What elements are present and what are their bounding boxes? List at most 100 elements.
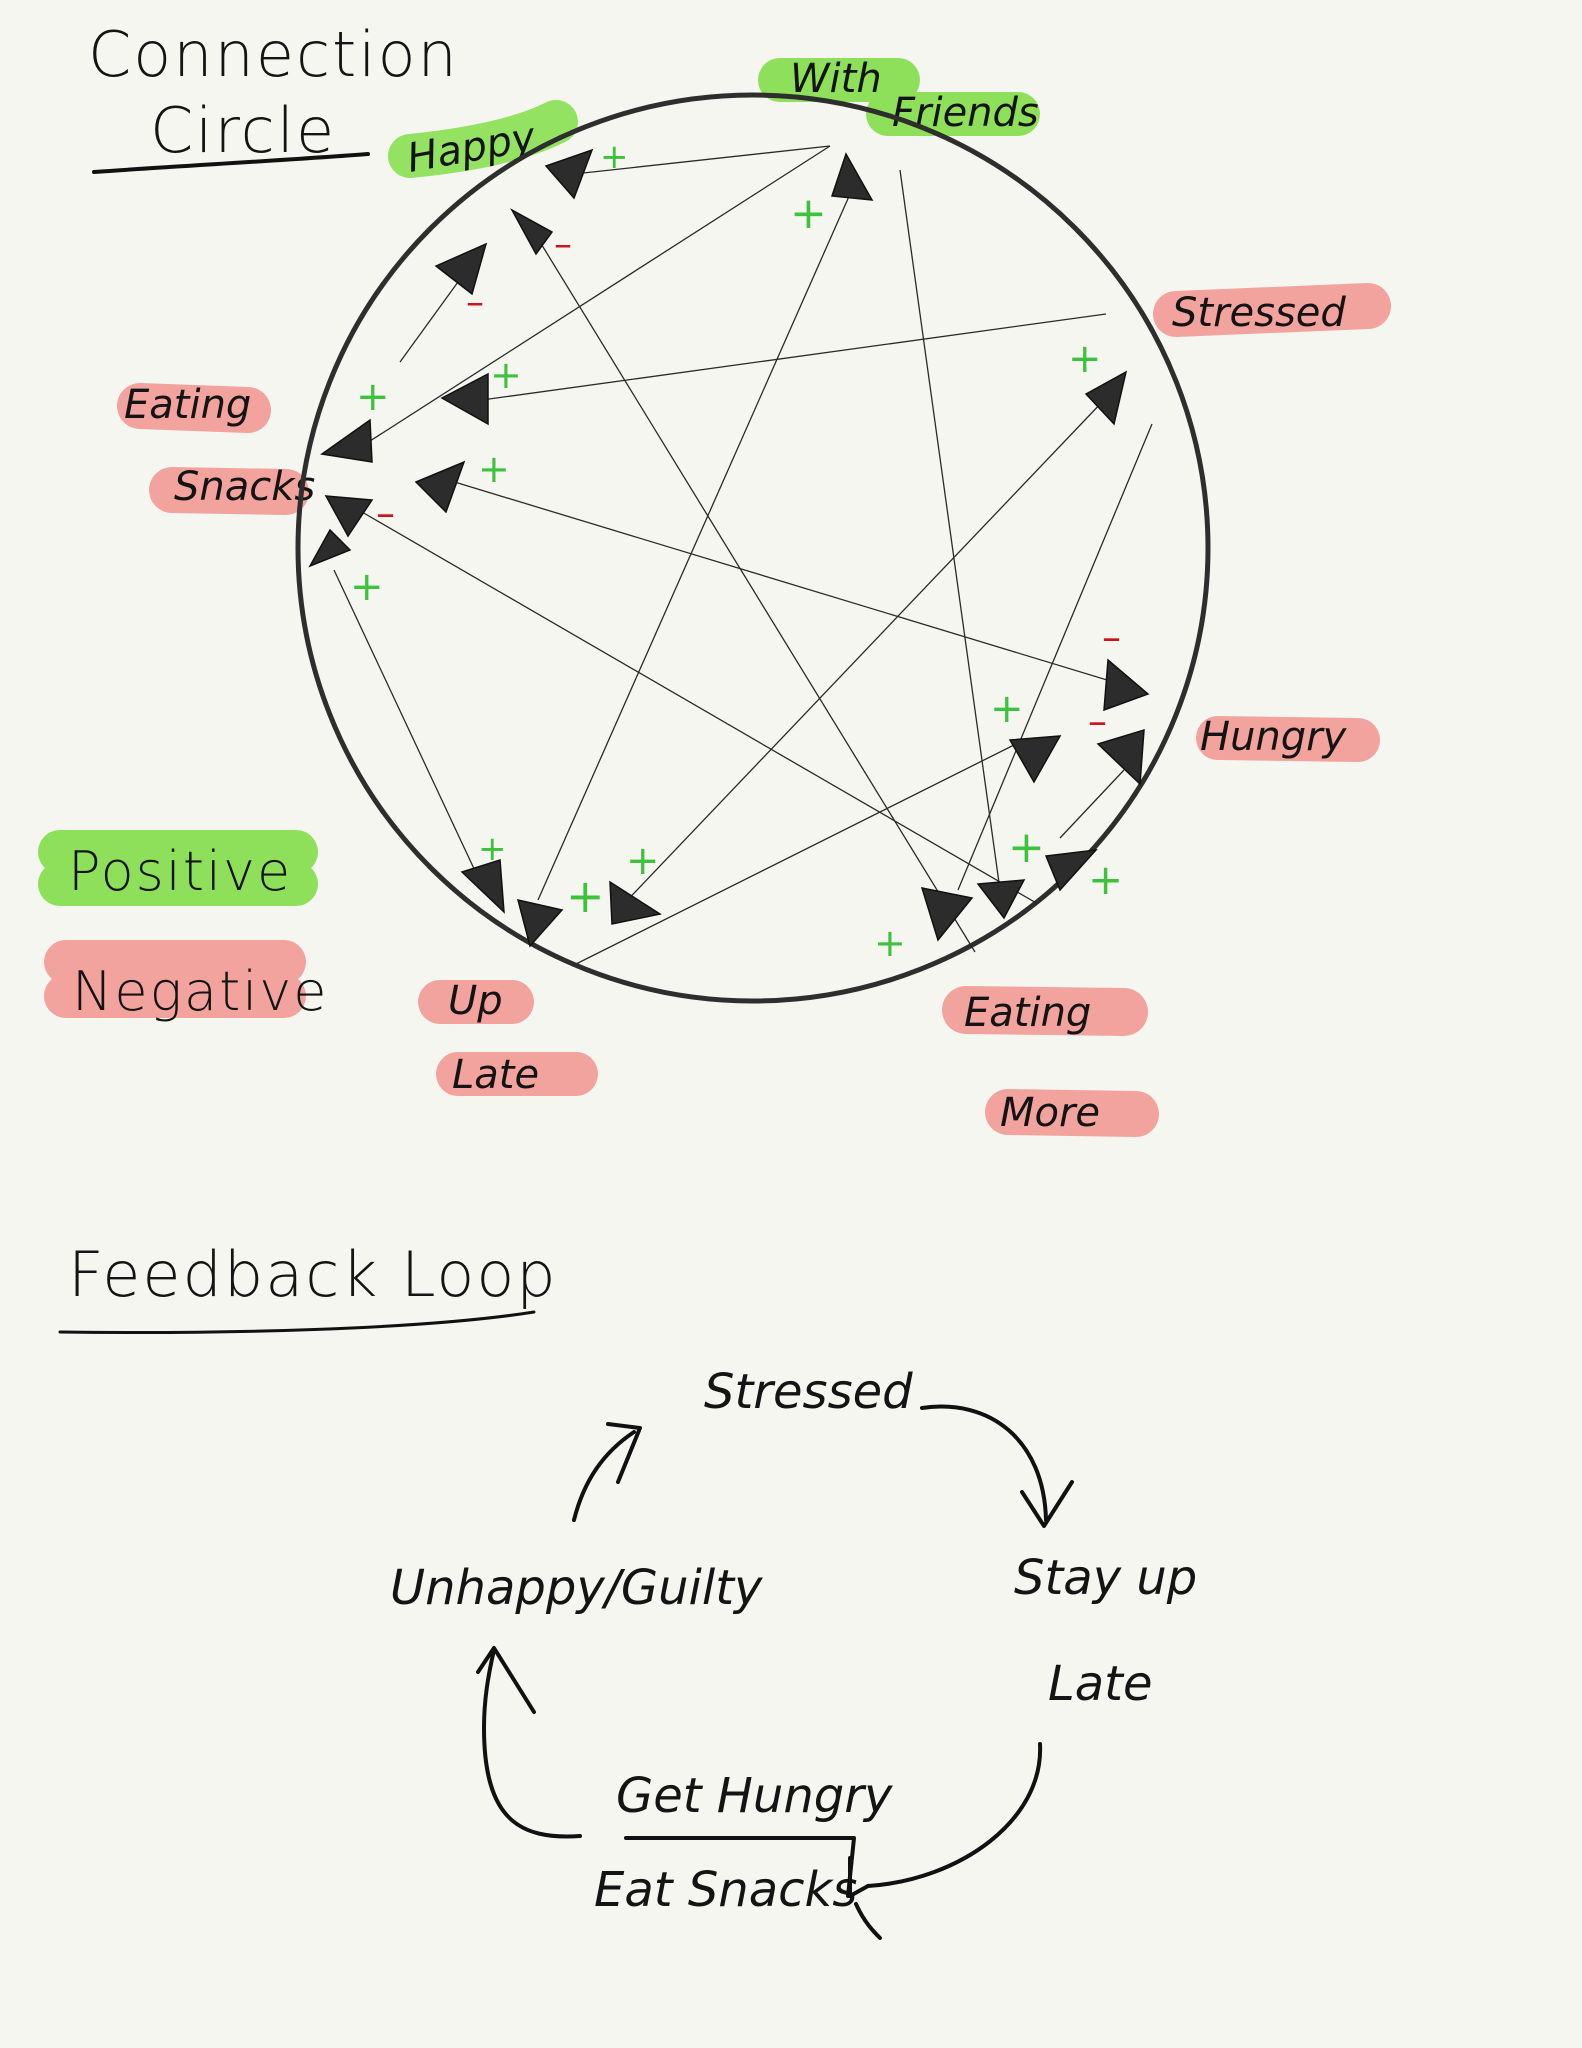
node-stressed: Stressed [1153, 283, 1391, 337]
node-up-late-line2: Late [452, 1052, 539, 1098]
node-eating-snacks-line1: Eating [124, 382, 251, 428]
edge-eatingmore-to-snacks [361, 511, 1039, 905]
loop-arrow-snacks-to-guilty [482, 1648, 582, 1839]
node-up-late-line1: Up [448, 978, 503, 1024]
node-eating-more: Eating More [942, 986, 1159, 1137]
node-eating-more-highlight-1 [942, 986, 1148, 1036]
sign-plus: + [1088, 855, 1123, 904]
sign-minus: – [376, 491, 395, 535]
arrowhead-hungry-3 [1008, 735, 1062, 784]
node-hungry: Hungry [1196, 714, 1380, 762]
loop-arrow-stressed-to-stayup [920, 1404, 1048, 1522]
node-stressed-highlight [1153, 283, 1391, 337]
polarity-signs: + + – – + + + + – + – – + + + + + + + [350, 137, 1123, 965]
node-eating-more-line2: More [1000, 1090, 1100, 1136]
sign-plus: + [874, 921, 906, 965]
edge-snacks-to-happy [399, 281, 459, 363]
sign-plus: + [566, 869, 605, 923]
node-eating-snacks-highlight-2 [149, 467, 309, 515]
loop-stay-up-line1: Stay up [1014, 1550, 1197, 1606]
edge-friends-to-eatingmore [899, 169, 1001, 891]
sign-plus: + [1068, 336, 1102, 382]
sign-plus: + [490, 353, 522, 397]
sign-minus: – [1102, 615, 1121, 659]
edge-eatingmore-to-happy [539, 241, 976, 953]
edge-uplate-to-friends [537, 175, 859, 901]
node-up-late: Up Late [418, 978, 598, 1098]
arrowhead-eatingmore-2 [976, 879, 1026, 920]
arrowhead-stressed [1084, 370, 1128, 426]
sign-plus: + [350, 564, 384, 610]
arrowhead-hungry-1 [1103, 658, 1150, 712]
feedback-loop: Stressed Stay up Late Get Hungry Eat Sna… [390, 1364, 1197, 1940]
legend-positive-label: Positive [68, 840, 292, 903]
arrowhead-uplate-3 [609, 880, 662, 925]
node-eating-snacks-line2: Snacks [174, 464, 315, 510]
arrowhead-eatingmore-3 [920, 887, 974, 942]
title-connection-line2: Circle [150, 94, 336, 167]
sign-plus: + [600, 137, 629, 177]
edge-hungry-to-snacks [447, 479, 1141, 691]
edge-friends-to-snacks [355, 145, 831, 451]
legend: Positive Negative [38, 830, 328, 1023]
arrowhead-eatingmore-1 [1044, 849, 1098, 892]
sign-minus: – [1088, 699, 1107, 743]
loop-arrowhead-guilty [476, 1646, 536, 1714]
loop-arrow-guilty-to-stressed [572, 1430, 636, 1522]
sign-plus: + [478, 829, 507, 869]
edge-hungry-to-eatingmore [1059, 769, 1125, 839]
loop-unhappy-guilty: Unhappy/Guilty [390, 1560, 763, 1616]
arrowhead-uplate-1 [460, 859, 505, 914]
loop-arrows [476, 1404, 1074, 1940]
arrowhead-snacks-2 [320, 418, 373, 463]
node-happy: Happy [388, 100, 578, 182]
arrowhead-happy-2 [510, 208, 554, 256]
feedback-loop-title: Feedback Loop [58, 1238, 558, 1334]
node-eating-snacks: Eating Snacks [117, 382, 315, 515]
node-happy-label: Happy [404, 114, 540, 182]
sign-plus: + [478, 447, 510, 491]
loop-eat-snacks: Eat Snacks [594, 1862, 857, 1918]
node-with-friends-line1: With [790, 56, 882, 102]
arrowhead-friends [830, 152, 874, 201]
loop-arrowhead-stressed [606, 1422, 642, 1484]
edge-friends-to-happy [573, 145, 831, 175]
node-eating-more-highlight-2 [985, 1089, 1159, 1137]
connection-circle [295, 92, 1211, 1004]
edge-stressed-to-snacks [481, 313, 1107, 401]
sign-minus: – [466, 282, 484, 323]
edge-stressed-to-eatingmore [957, 423, 1153, 891]
edge-uplate-to-hungry [571, 739, 1025, 967]
title-feedback-loop: Feedback Loop [68, 1238, 558, 1311]
arrowhead-snacks-4 [324, 495, 374, 538]
loop-get-hungry: Get Hungry [616, 1768, 893, 1824]
node-happy-highlight [388, 100, 578, 178]
feedback-title-underline [58, 1310, 536, 1334]
edge-eatingmore-to-stressed [617, 399, 1105, 911]
arrowhead-happy-1 [544, 148, 594, 200]
edge-snacks-to-uplate [333, 569, 485, 891]
arrowhead-hungry-2 [1096, 728, 1145, 786]
node-with-friends: With Friends [758, 56, 1040, 136]
connection-circle-title: Connection Circle [88, 18, 459, 174]
arrowhead-uplate-2 [516, 898, 564, 948]
loop-eat-snacks-underline [624, 1836, 856, 1898]
loop-arrow-stayup-to-hungry [866, 1742, 1043, 1888]
arrowhead-snacks-5 [308, 528, 352, 568]
arrowhead-snacks-3 [414, 460, 466, 514]
sign-plus: + [626, 838, 660, 884]
loop-arrowhead-stayup [1020, 1480, 1074, 1528]
loop-stay-up-line2: Late [1048, 1656, 1153, 1712]
title-connection-line1: Connection [88, 18, 459, 91]
arrowhead-snacks-1 [440, 372, 489, 426]
sign-minus: – [554, 224, 572, 265]
node-with-friends-line2: Friends [892, 90, 1039, 136]
legend-negative-label: Negative [72, 960, 328, 1023]
node-eating-more-line1: Eating [964, 990, 1091, 1036]
sign-plus: + [790, 188, 827, 239]
node-hungry-highlight [1196, 716, 1380, 762]
arrowhead-happy-3 [434, 242, 488, 296]
sign-plus: + [356, 374, 390, 420]
node-stressed-label: Stressed [1172, 290, 1346, 336]
